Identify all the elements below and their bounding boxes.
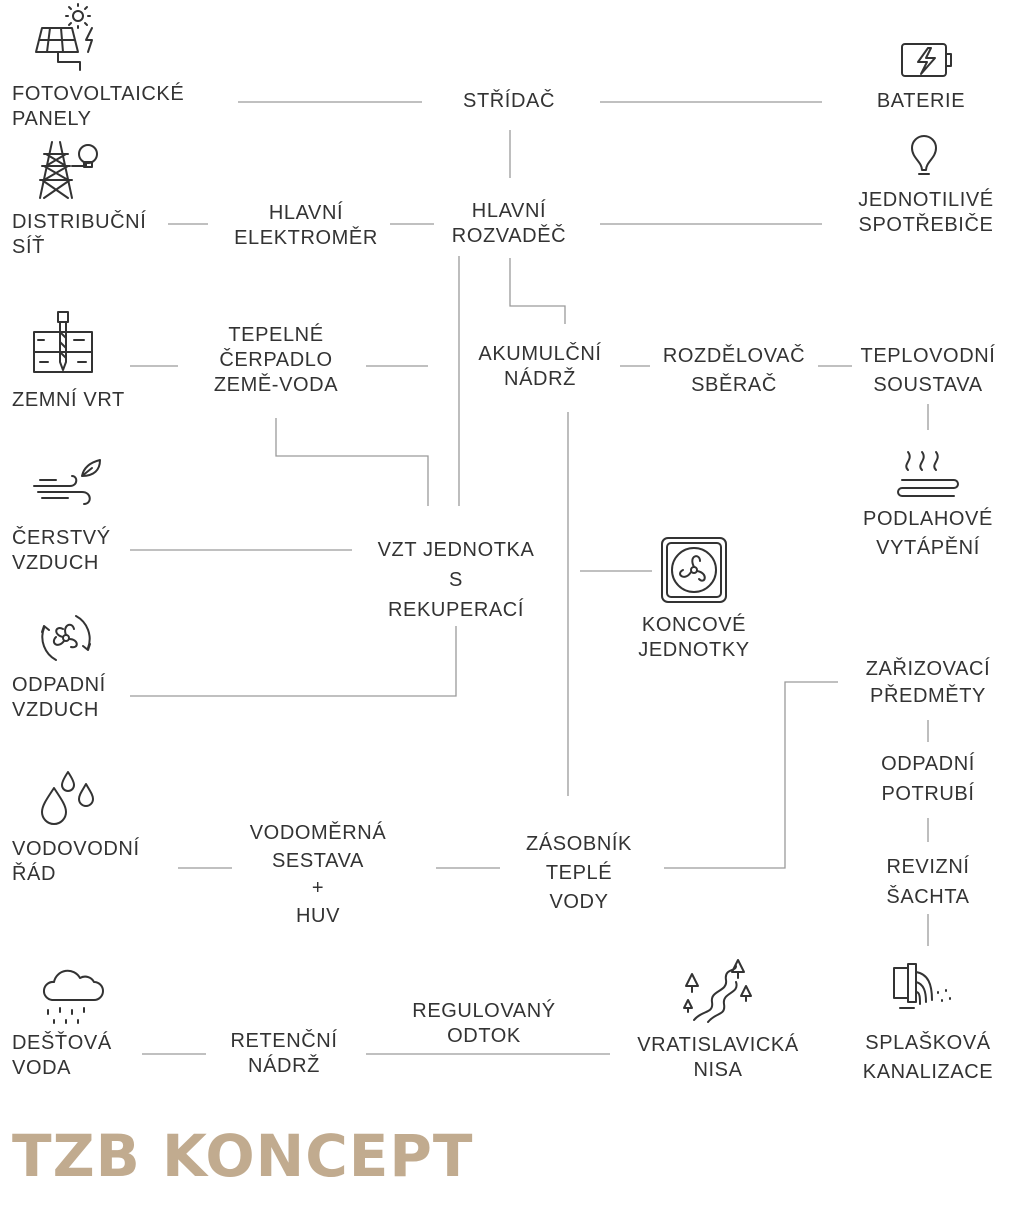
sewer-pipe-icon bbox=[893, 963, 951, 1009]
line-cerpadlo-vzt bbox=[275, 418, 429, 506]
battery-icon bbox=[901, 43, 952, 77]
line-vzt-odpadni bbox=[130, 626, 457, 697]
node-baterie: BATERIE bbox=[876, 90, 966, 112]
exhaust-air-icon bbox=[41, 615, 91, 661]
line-rozvadec-nadrz bbox=[509, 258, 566, 324]
power-pylon-icon bbox=[39, 141, 98, 199]
solar-panel-icon bbox=[35, 3, 93, 71]
floor-heating-icon bbox=[897, 451, 959, 497]
node-zemni-vrt: ZEMNÍ VRT bbox=[12, 389, 125, 411]
river-trees-icon bbox=[683, 959, 752, 1023]
water-drops-icon bbox=[41, 771, 94, 825]
page-title: TZB KONCEPT bbox=[12, 1122, 474, 1190]
ground-drill-icon bbox=[33, 311, 93, 373]
wind-icon bbox=[33, 459, 101, 505]
node-stridac: STŘÍDAČ bbox=[463, 90, 555, 112]
line-zasobnik-zarizovaci bbox=[664, 681, 838, 869]
fan-unit-icon bbox=[661, 537, 727, 603]
lightbulb-icon bbox=[911, 135, 937, 175]
rain-cloud-icon bbox=[43, 969, 104, 1024]
